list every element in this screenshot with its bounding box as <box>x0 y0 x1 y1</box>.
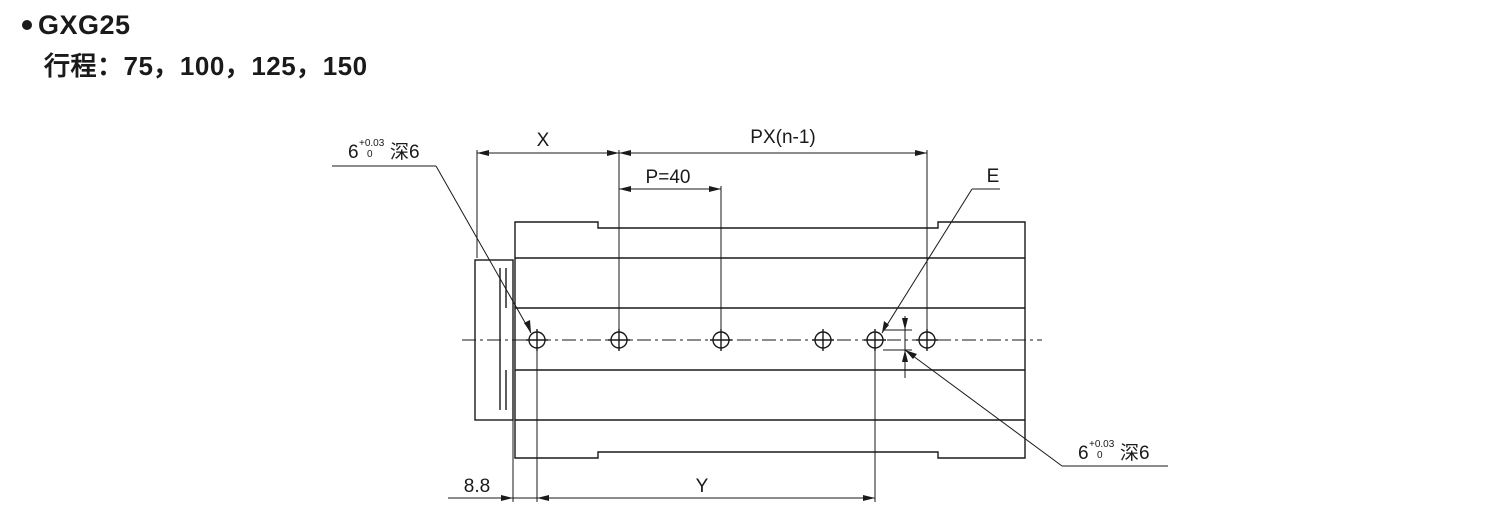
model-title: GXG25 <box>38 9 131 40</box>
dim-label-p: P=40 <box>646 167 691 188</box>
title-row: GXG25 <box>22 8 368 42</box>
slide-body-outline <box>514 221 1026 459</box>
hole-callout-tol-upper: +0.03 <box>1089 439 1115 450</box>
arrowhead <box>607 150 619 156</box>
leader-line <box>435 165 532 334</box>
arrowhead <box>619 150 631 156</box>
hole-callout-suffix: 深6 <box>390 141 420 163</box>
mounting-hole <box>812 329 834 351</box>
stroke-line: 行程：75，100，125，150 <box>44 46 368 83</box>
dim-label-y: Y <box>696 476 709 497</box>
arrowhead <box>501 495 513 501</box>
arrowhead <box>882 321 889 333</box>
dim-label-offset: 8.8 <box>464 476 490 497</box>
hole-callout-tol-upper: +0.03 <box>359 138 385 149</box>
hole-callout-dia: 6 <box>348 142 359 163</box>
hole-callout-tol-lower: 0 <box>1097 450 1103 461</box>
stroke-label: 行程： <box>44 51 124 81</box>
hole-callout-dia: 6 <box>1078 443 1089 464</box>
arrowhead <box>915 150 927 156</box>
arrowhead <box>619 186 631 192</box>
hole-callout-tol-lower: 0 <box>367 149 373 160</box>
arrowhead <box>709 186 721 192</box>
dim-label-px: PX(n-1) <box>750 127 815 148</box>
arrowhead <box>905 350 917 359</box>
hole-callout-suffix: 深6 <box>1120 442 1150 464</box>
stroke-values: 75，100，125，150 <box>123 51 368 81</box>
header: GXG25 行程：75，100，125，150 <box>22 8 368 83</box>
bullet-icon <box>22 20 32 30</box>
mounting-hole <box>608 329 630 351</box>
dim-label-e: E <box>987 166 1000 187</box>
arrowhead <box>477 150 489 156</box>
mounting-hole <box>526 329 548 351</box>
hole-callout-bottom: 6 +0.03 0 深6 <box>1078 439 1150 464</box>
arrowhead <box>537 495 549 501</box>
dim-label-x: X <box>537 130 550 151</box>
arrowhead <box>524 320 531 333</box>
arrowhead <box>863 495 875 501</box>
arrowhead <box>902 318 908 330</box>
mounting-hole <box>864 329 886 351</box>
mounting-hole <box>710 329 732 351</box>
leader-line <box>881 188 973 334</box>
mounting-hole <box>916 329 938 351</box>
hole-callout-top: 6 +0.03 0 深6 <box>348 138 420 163</box>
leader-line <box>904 349 1063 467</box>
arrowhead <box>902 350 908 362</box>
